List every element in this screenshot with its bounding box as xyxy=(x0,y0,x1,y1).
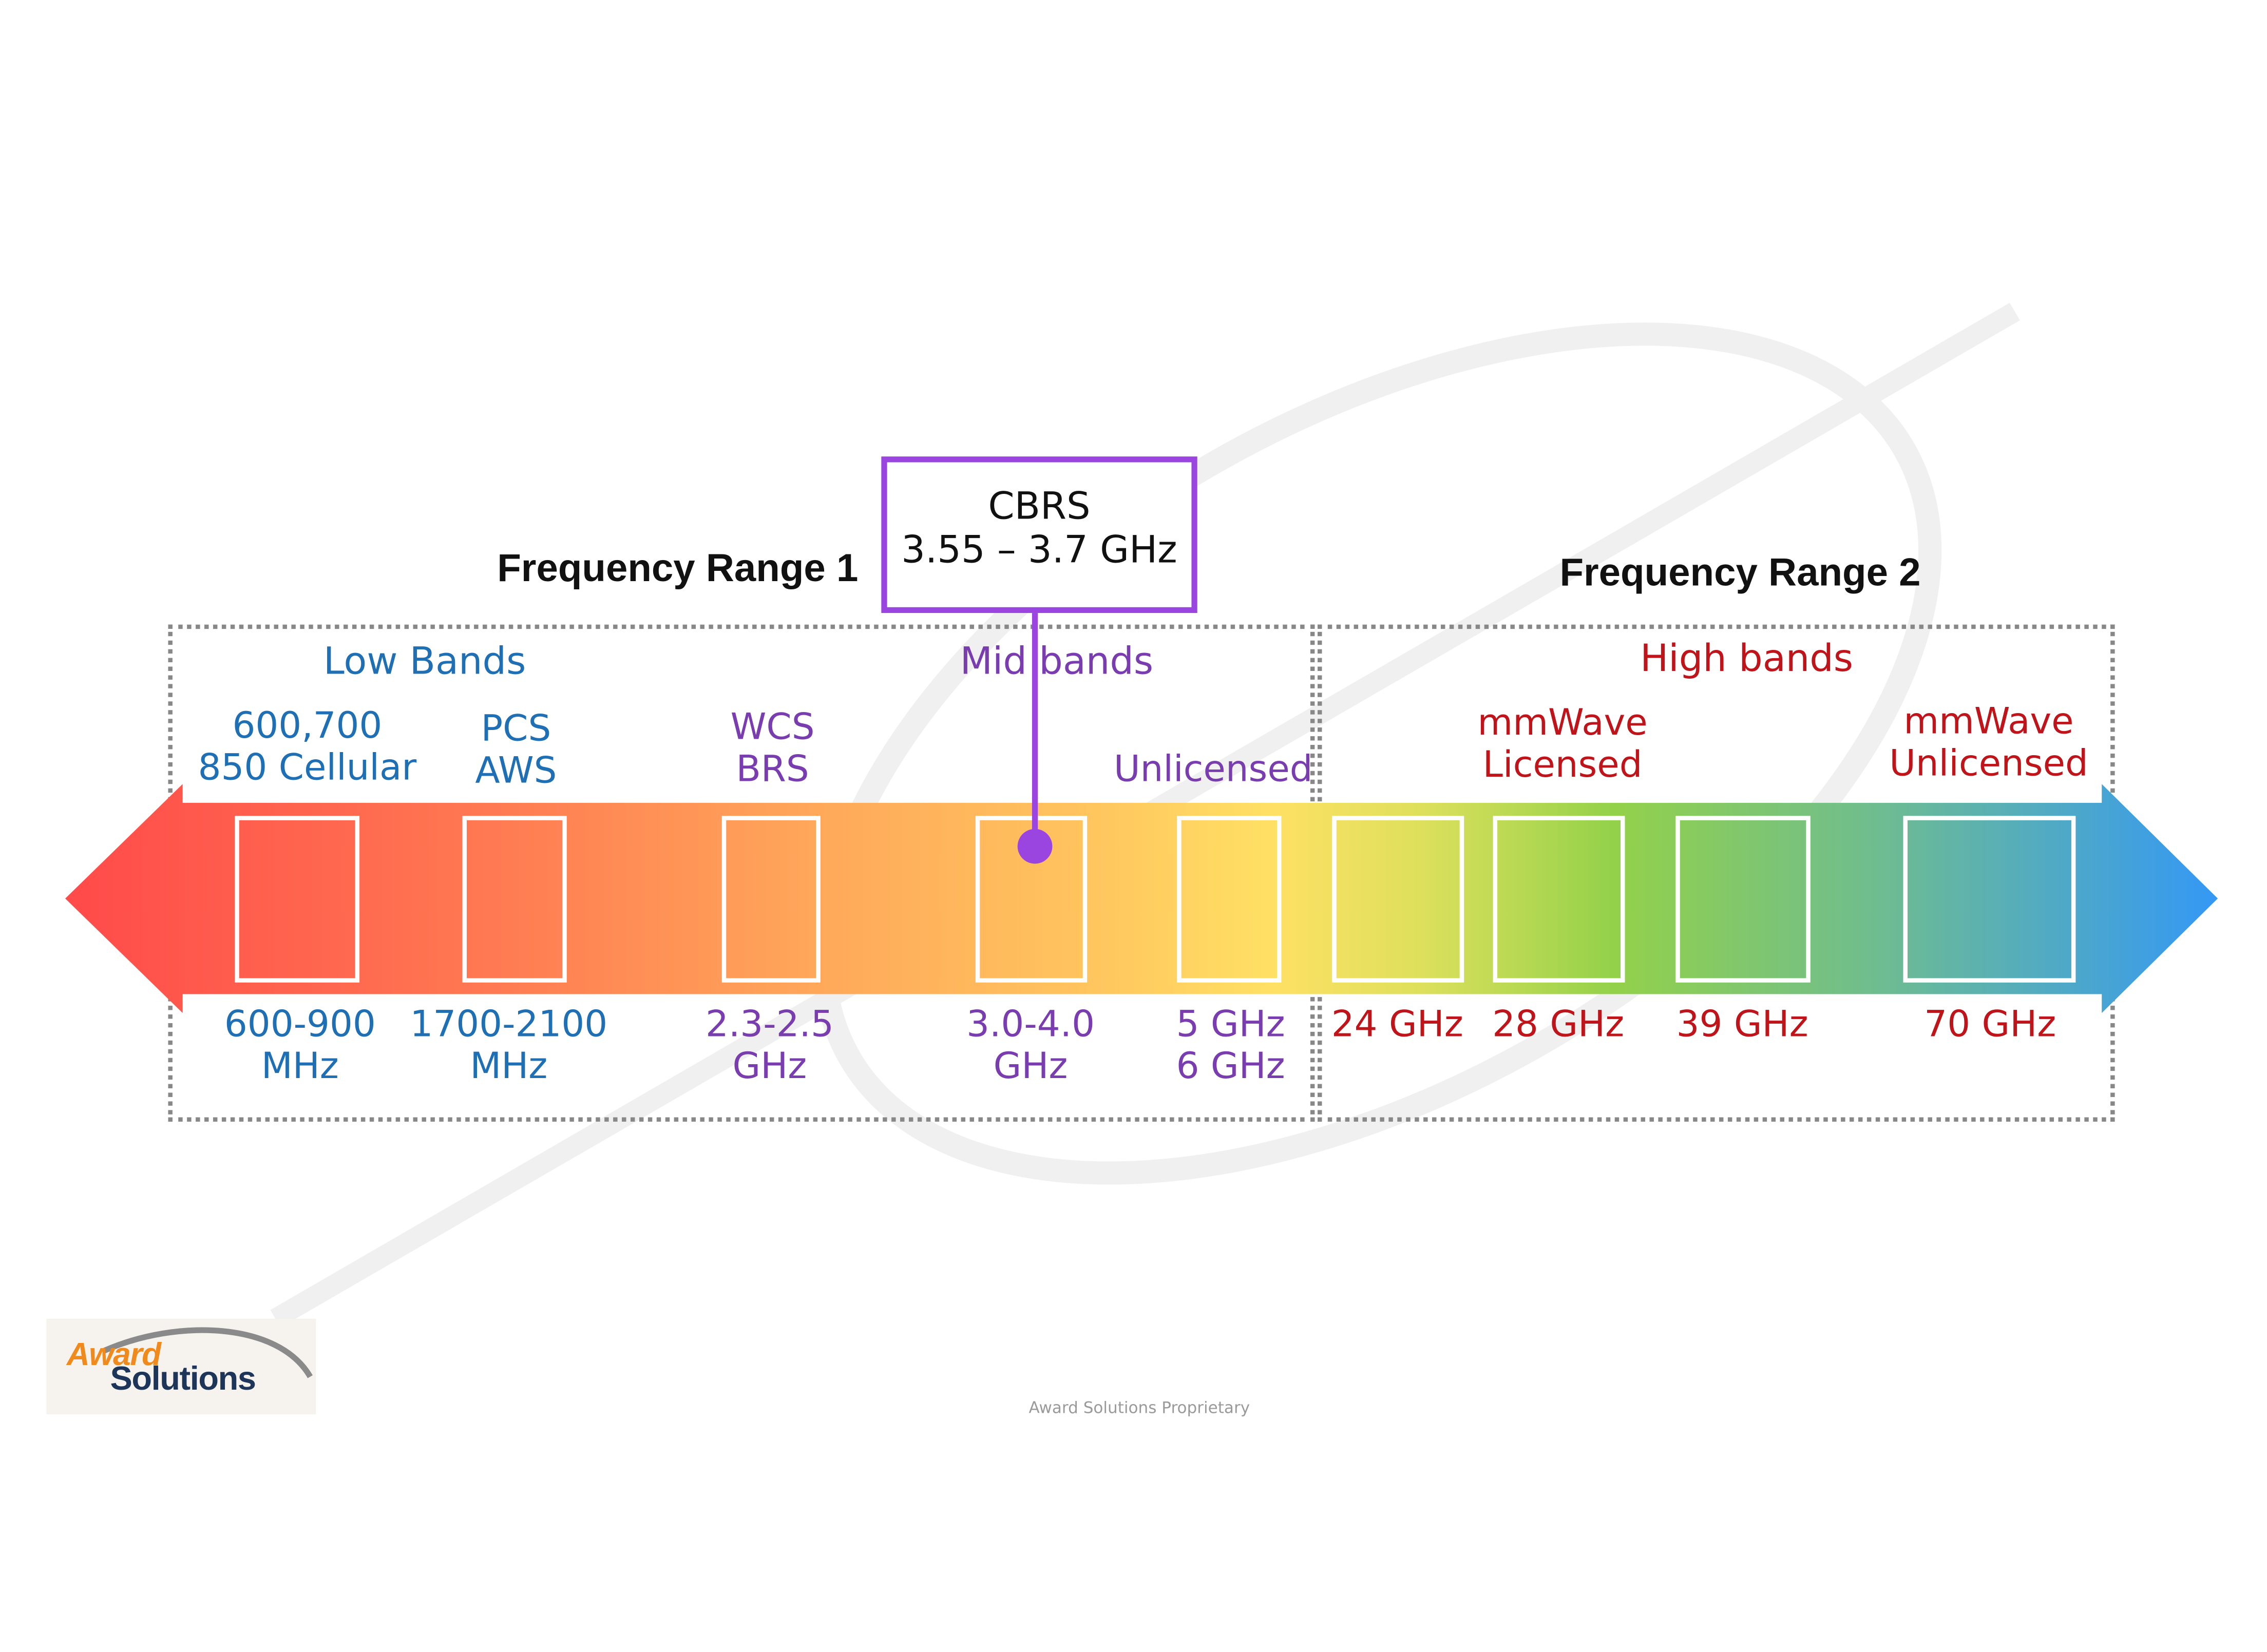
logo-swoosh-icon xyxy=(103,1327,313,1378)
spectrum-arrow-shape xyxy=(65,784,2218,1013)
band-top-label-unlicensed: Unlicensed xyxy=(1114,747,1313,790)
mid-bands-label: Mid bands xyxy=(960,640,1154,684)
cbrs-callout-dot xyxy=(1017,829,1053,864)
cbrs-callout-range: 3.55 – 3.7 GHz xyxy=(901,529,1177,573)
cbrs-callout-box xyxy=(881,456,1197,613)
band-box-24ghz xyxy=(1332,816,1464,983)
band-box-39ghz xyxy=(1675,816,1811,983)
band-freq-39ghz: 39 GHz xyxy=(1676,1003,1808,1045)
cbrs-callout-connector xyxy=(1032,613,1038,845)
low-bands-label: Low Bands xyxy=(323,640,526,684)
band-freq-24ghz: 24 GHz xyxy=(1331,1003,1463,1045)
band-box-low-600-900 xyxy=(235,816,360,983)
frequency-range-1-title: Frequency Range 1 xyxy=(497,546,859,590)
frequency-range-2-title: Frequency Range 2 xyxy=(1559,550,1921,594)
high-bands-label: High bands xyxy=(1640,638,1854,681)
logo-word-solutions: Solutions xyxy=(110,1359,256,1397)
logo-word-award: Award xyxy=(66,1336,161,1373)
band-box-cbrs-3ghz xyxy=(975,816,1088,983)
band-box-70ghz xyxy=(1903,816,2076,983)
footer-proprietary: Award Solutions Proprietary xyxy=(1028,1398,1250,1417)
band-box-unlicensed-5-6ghz xyxy=(1177,816,1282,983)
award-solutions-logo: Award Solutions xyxy=(46,1318,316,1415)
band-box-wcs-brs xyxy=(721,816,821,983)
band-freq-70ghz: 70 GHz xyxy=(1924,1003,2056,1045)
band-box-pcs-aws xyxy=(462,816,567,983)
band-freq-28ghz: 28 GHz xyxy=(1492,1003,1625,1045)
cbrs-callout-title: CBRS xyxy=(988,485,1091,529)
band-box-28ghz xyxy=(1493,816,1625,983)
